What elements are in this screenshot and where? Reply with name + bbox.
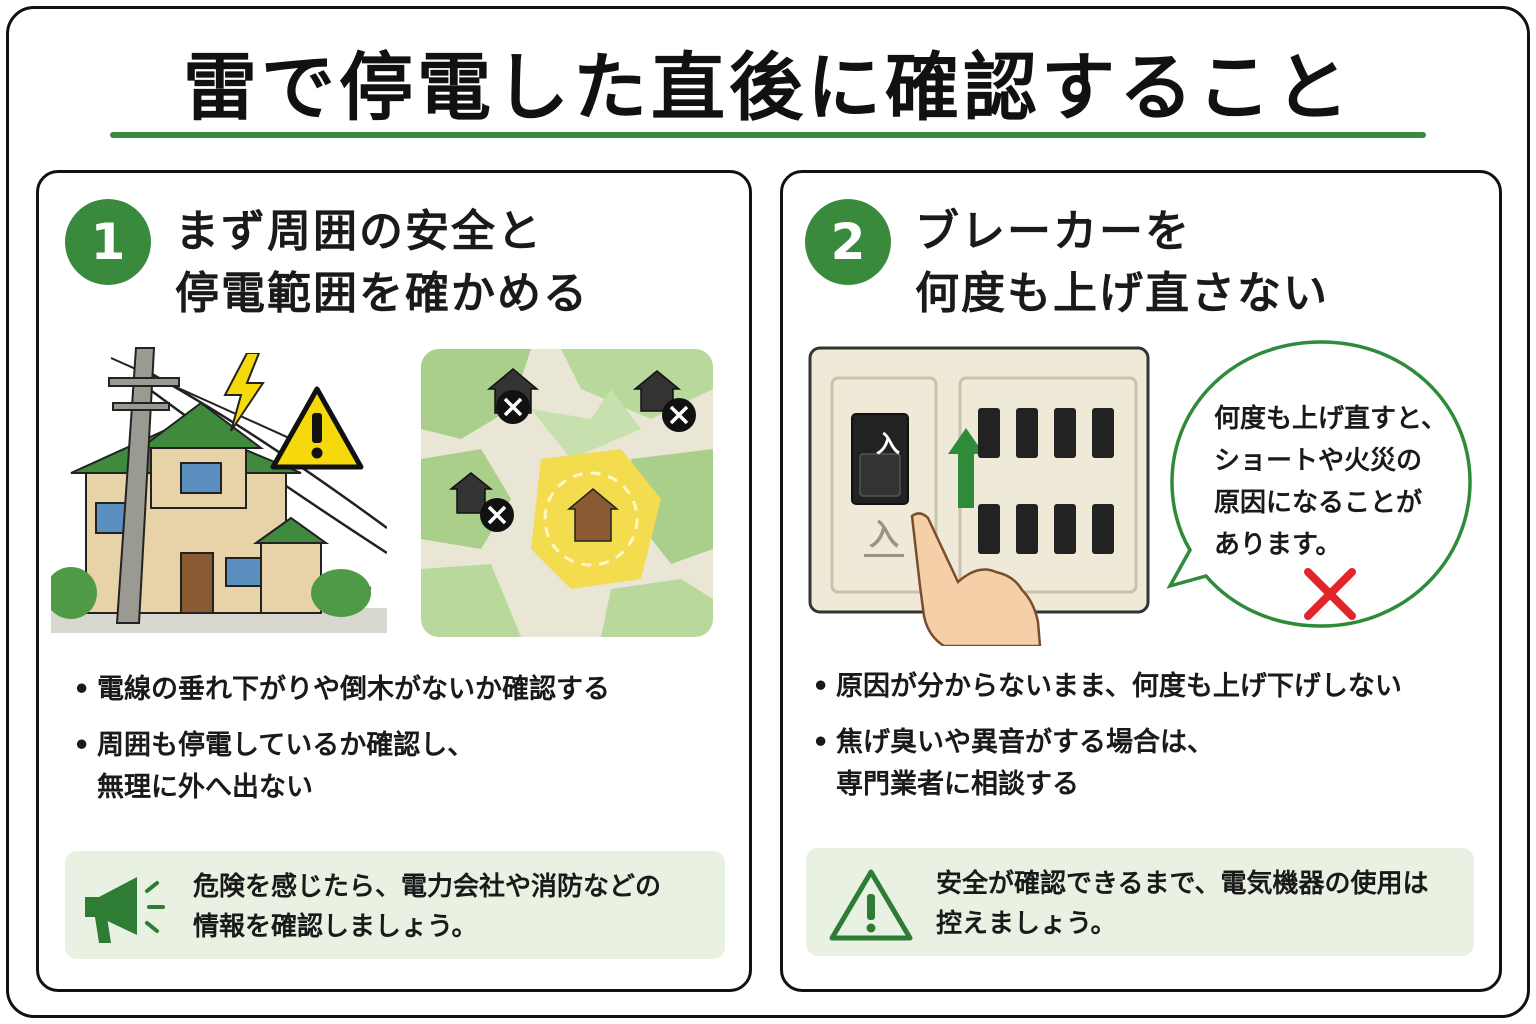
megaphone-icon [85,877,165,943]
section-2-heading-line-2: 何度も上げ直さない [915,268,1329,319]
section-1-bullet-2: 周囲も停電しているか確認し、 無理に外へ出ない [73,725,610,809]
warning-icon [829,869,913,941]
section-2-heading-line-1: ブレーカーを [915,206,1191,257]
section-1-heading: まず周囲の安全と 停電範囲を確かめる [175,201,589,325]
red-cross-icon [1304,568,1356,620]
section-2-heading: ブレーカーを 何度も上げ直さない [915,201,1329,325]
speech-bubble-text: 何度も上げ直すと、 ショートや火災の 原因になることが あります。 [1214,404,1447,560]
section-2-bullet-2: 焦げ臭いや異音がする場合は、 専門業者に相談する [812,722,1402,806]
section-1-tip-box: 危険を感じたら、電力会社や消防などの 情報を確認しましょう。 [65,851,725,959]
section-1-heading-line-1: まず周囲の安全と [175,206,543,257]
section-2-tip-box: 安全が確認できるまで、電気機器の使用は 控えましょう。 [806,848,1474,956]
section-1-bullet-list: 電線の垂れ下がりや倒木がないか確認する 周囲も停電しているか確認し、 無理に外へ… [73,669,610,823]
section-2-tip-text: 安全が確認できるまで、電気機器の使用は 控えましょう。 [936,869,1429,939]
warning-triangle-icon [270,386,364,470]
section-1-heading-line-2: 停電範囲を確かめる [175,268,589,319]
breaker-panel-illustration [808,346,1150,646]
section-1-panel: 1 まず周囲の安全と 停電範囲を確かめる [36,170,752,992]
no-power-icon-1 [496,390,530,424]
section-2-bullet-list: 原因が分からないまま、何度も上げ下げしない 焦げ臭いや異音がする場合は、 専門業… [812,666,1402,820]
house-power-pole-illustration [51,347,387,633]
section-2-bullet-1: 原因が分からないまま、何度も上げ下げしない [812,666,1402,708]
main-breaker-panel-label: 入 [864,510,904,557]
section-1-bullet-1: 電線の垂れ下がりや倒木がないか確認する [73,669,610,711]
lightning-bolt-icon [223,353,265,432]
main-breaker-label: 入 [876,430,900,458]
page-title: 雷で停電した直後に確認すること [183,45,1353,131]
section-2-number-badge: 2 [805,199,891,285]
title-underline [110,132,1426,138]
section-1-number-badge: 1 [65,199,151,285]
speech-bubble [1166,340,1472,628]
section-1-tip-text: 危険を感じたら、電力会社や消防などの 情報を確認しましょう。 [193,872,662,942]
outage-area-map-illustration [421,349,713,637]
